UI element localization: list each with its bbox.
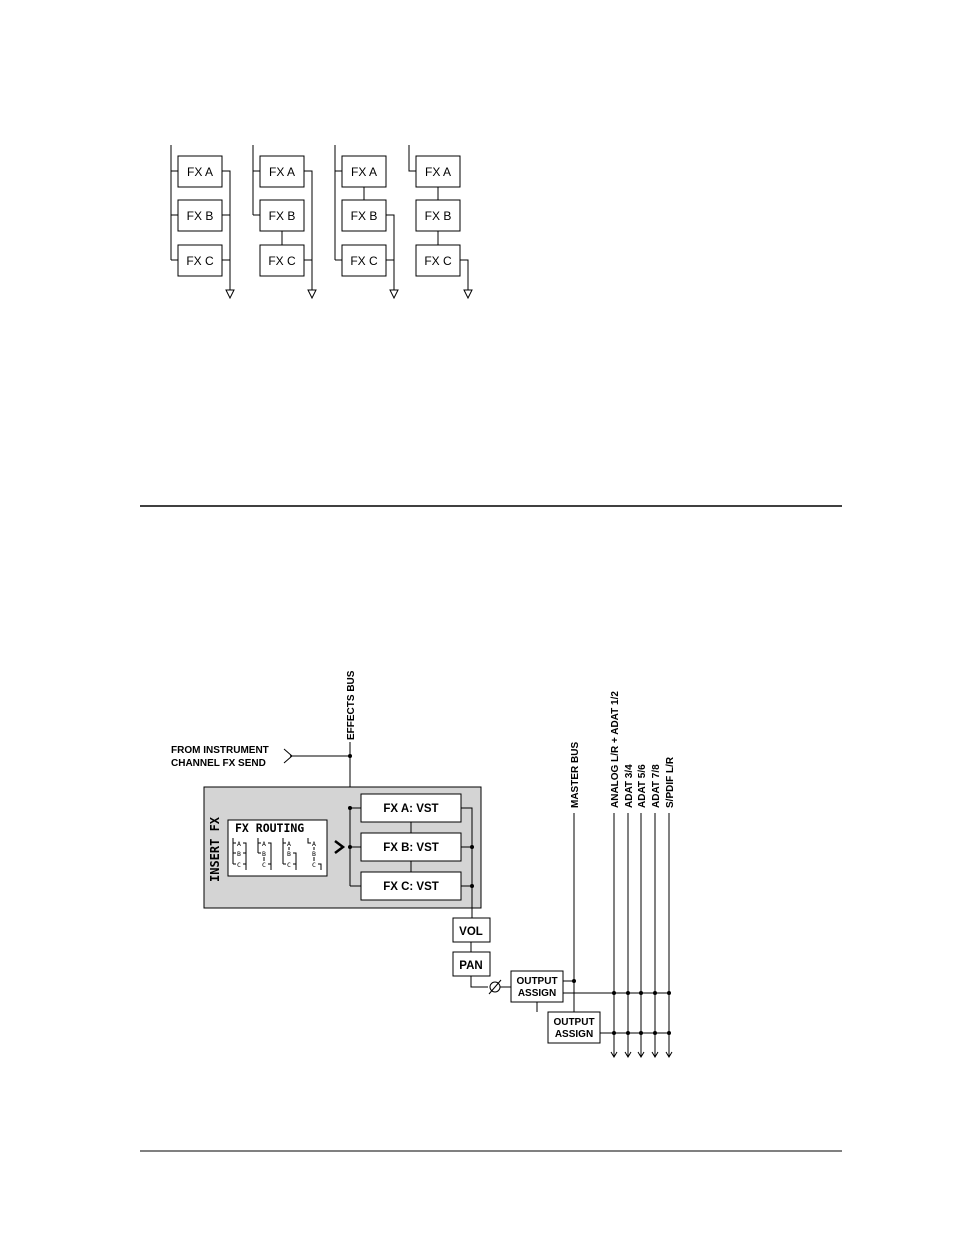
mini-letter: B — [312, 850, 316, 858]
effects-bus-label: EFFECTS BUS — [346, 670, 357, 740]
output-assign-1-line1: OUTPUT — [516, 976, 557, 987]
fx-send-input — [284, 749, 350, 763]
output-spdif-label: S/PDIF L/R — [665, 756, 676, 808]
mini-letter: A — [312, 840, 316, 848]
output-arrow — [464, 290, 472, 298]
mini-letter: A — [262, 840, 266, 848]
fx-b-label: FX B — [425, 209, 452, 223]
fx-c-label: FX C — [186, 254, 214, 268]
mini-letter: C — [237, 861, 241, 869]
fx-a-label: FX A — [351, 165, 377, 179]
fx-c-label: FX C — [350, 254, 378, 268]
fx-a-label: FX A — [187, 165, 213, 179]
output-arrow — [308, 290, 316, 298]
fx-b-vst-label: FX B: VST — [383, 842, 439, 854]
master-bus-label: MASTER BUS — [570, 742, 581, 808]
output-analog-adat12-label: ANALOG L/R + ADAT 1/2 — [610, 691, 621, 808]
output-adat56-label: ADAT 5/6 — [637, 764, 648, 808]
mini-letter: B — [237, 850, 241, 858]
mini-letter: B — [262, 850, 266, 858]
fx-c-vst-label: FX C: VST — [383, 881, 439, 893]
mini-letter: A — [237, 840, 241, 848]
fx-c-label: FX C — [268, 254, 296, 268]
routing-diagrams: FX A FX B FX C FX A FX B FX C FX A — [171, 145, 472, 298]
fx-b-label: FX B — [351, 209, 378, 223]
fx-b-label: FX B — [187, 209, 214, 223]
output-lines — [611, 813, 672, 1057]
mini-letter: C — [287, 861, 291, 869]
fx-a-label: FX A — [425, 165, 451, 179]
mini-letter: B — [287, 850, 291, 858]
output-assign-1-line2: ASSIGN — [518, 988, 556, 999]
routing-diagram-a-parallel-bc-series: FX A FX B FX C — [253, 145, 316, 298]
fx-c-label: FX C — [424, 254, 452, 268]
pan-label: PAN — [459, 960, 482, 972]
output-arrow — [226, 290, 234, 298]
routing-diagram-ab-series-c-parallel: FX A FX B FX C — [335, 145, 398, 298]
output-assign-2-line1: OUTPUT — [553, 1017, 594, 1028]
routing-diagram-parallel: FX A FX B FX C — [171, 145, 234, 298]
output-adat34-label: ADAT 3/4 — [624, 764, 635, 808]
mini-letter: A — [287, 840, 291, 848]
fx-a-label: FX A — [269, 165, 295, 179]
phase-invert-icon[interactable] — [489, 980, 501, 994]
insert-fx-label: INSERT FX — [208, 816, 222, 882]
fx-b-label: FX B — [269, 209, 296, 223]
output-adat78-label: ADAT 7/8 — [651, 764, 662, 808]
from-instrument-label: FROM INSTRUMENT — [171, 745, 269, 756]
output-assign-2-line2: ASSIGN — [555, 1029, 593, 1040]
output-arrow — [390, 290, 398, 298]
routing-diagram-full-series: FX A FX B FX C — [409, 145, 472, 298]
mini-letter: C — [262, 861, 266, 869]
fx-routing-label: FX ROUTING — [235, 821, 304, 835]
signal-flow-diagram: EFFECTS BUS FROM INSTRUMENT CHANNEL FX S… — [171, 670, 676, 1057]
vol-label: VOL — [459, 926, 483, 938]
channel-fx-send-label: CHANNEL FX SEND — [171, 758, 266, 769]
fx-a-vst-label: FX A: VST — [383, 803, 438, 815]
mini-letter: C — [312, 861, 316, 869]
